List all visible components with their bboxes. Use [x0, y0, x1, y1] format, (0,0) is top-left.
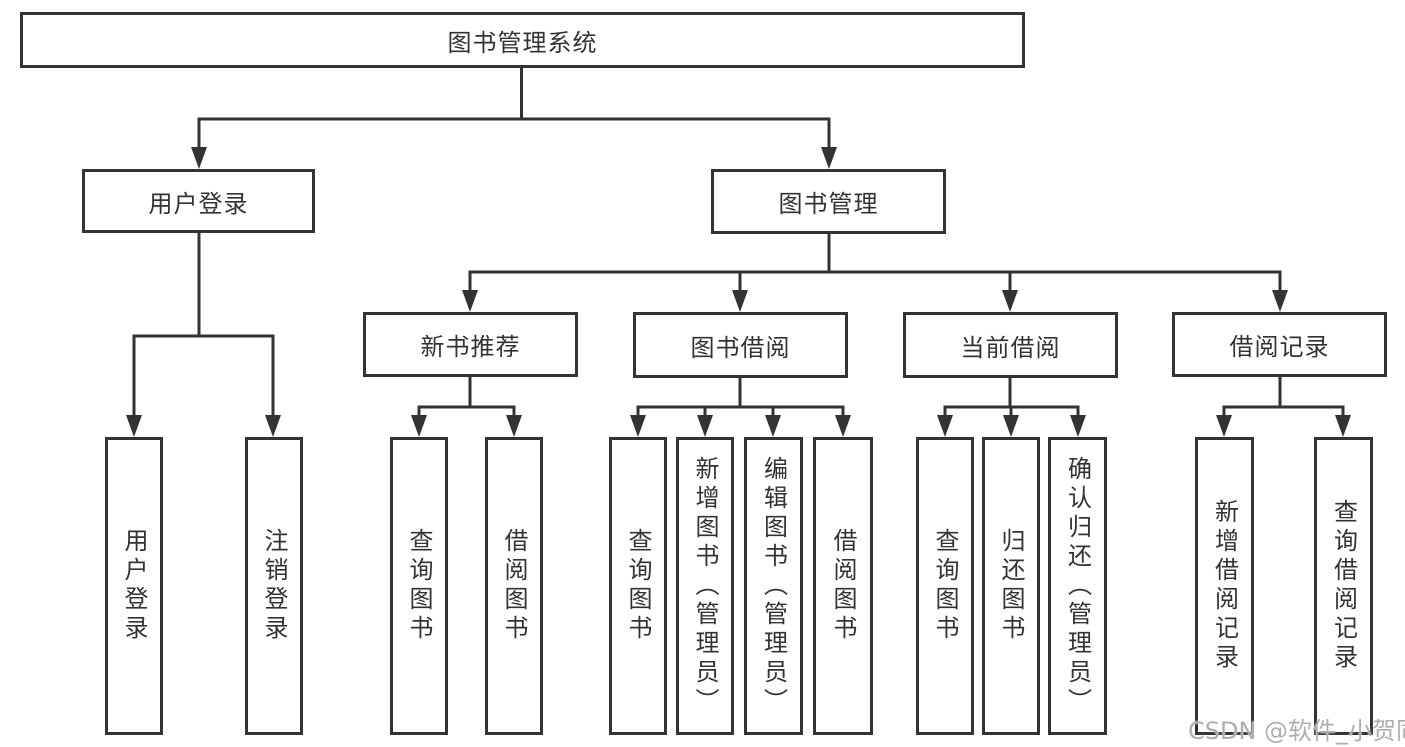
leaf-confirm-return-admin: 确认归还（管理员） — [1048, 437, 1107, 735]
leaf-current-query-books: 查询图书 — [916, 437, 974, 735]
leaf-edit-book-admin: 编辑图书（管理员） — [744, 437, 803, 735]
node-current-borrowing: 当前借阅 — [903, 312, 1118, 378]
leaf-borrowing-query-books: 查询图书 — [609, 437, 667, 735]
leaf-add-borrow-record: 新增借阅记录 — [1195, 437, 1254, 735]
leaf-user-login: 用户登录 — [105, 437, 163, 735]
leaf-add-book-admin: 新增图书（管理员） — [676, 437, 734, 735]
leaf-recommend-query-books: 查询图书 — [390, 437, 448, 735]
node-book-management-system: 图书管理系统 — [20, 12, 1025, 68]
node-borrowing-records: 借阅记录 — [1172, 312, 1387, 377]
node-book-borrowing: 图书借阅 — [633, 312, 848, 378]
watermark-text: CSDN @软件_小贺同学 — [1188, 717, 1405, 745]
leaf-logout: 注销登录 — [245, 437, 303, 735]
leaf-query-borrow-record: 查询借阅记录 — [1314, 437, 1373, 735]
node-user-login: 用户登录 — [82, 169, 315, 233]
leaf-borrowing-borrow-books: 借阅图书 — [813, 437, 873, 735]
node-book-management: 图书管理 — [711, 169, 946, 234]
node-new-book-recommend: 新书推荐 — [363, 312, 578, 377]
leaf-recommend-borrow-books: 借阅图书 — [485, 437, 543, 735]
leaf-return-books: 归还图书 — [982, 437, 1040, 735]
arrowhead-icons — [126, 147, 1351, 437]
